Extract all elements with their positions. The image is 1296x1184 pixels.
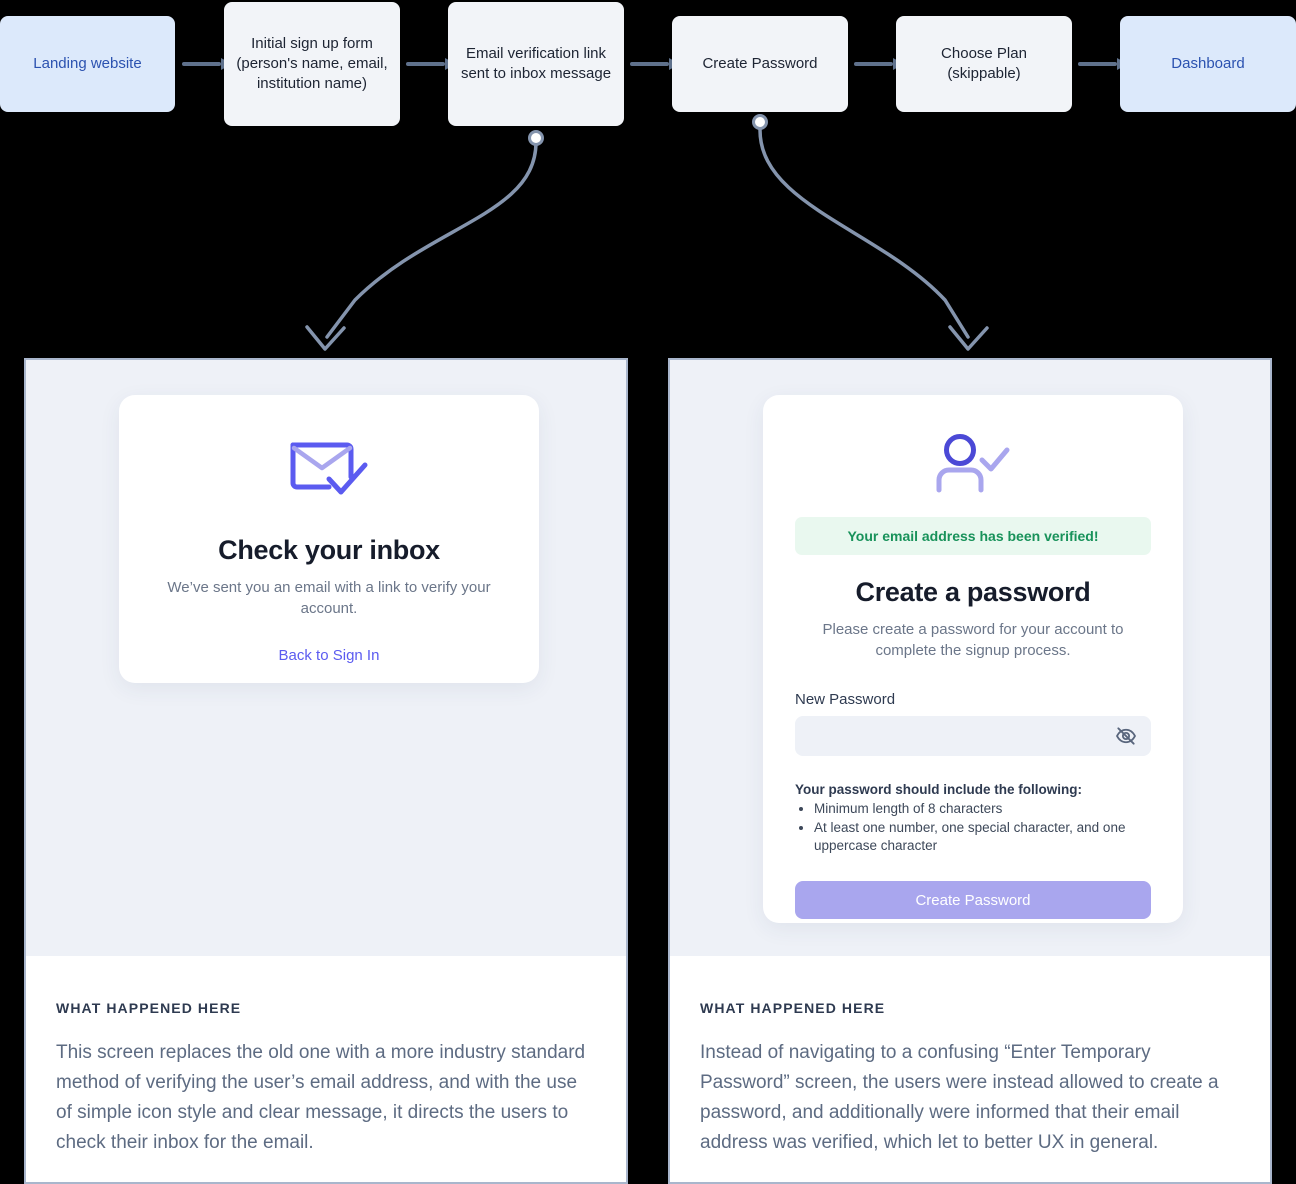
note-kicker: WHAT HAPPENED HERE	[700, 1000, 886, 1016]
mockup-check-inbox-card: Check your inbox We’ve sent you an email…	[119, 395, 539, 683]
back-to-sign-in-link[interactable]: Back to Sign In	[278, 647, 380, 665]
callout-curve-right	[758, 128, 970, 339]
note-kicker: WHAT HAPPENED HERE	[56, 1000, 242, 1016]
callout-anchor-dot-right	[752, 114, 768, 130]
new-password-input-text[interactable]	[795, 716, 1107, 757]
flow-step-initial-sign-up-form[interactable]: Initial sign up form (person's name, ema…	[224, 2, 400, 126]
mockup-subtitle: Please create a password for your accoun…	[822, 621, 1124, 659]
panel-note-section: WHAT HAPPENED HERE This screen replaces …	[26, 956, 626, 1182]
flow-step-label: Email verification link sent to inbox me…	[460, 44, 612, 82]
password-requirements: Your password should include the followi…	[795, 782, 1151, 855]
mockup-title: Create a password	[855, 577, 1091, 607]
email-verified-banner: Your email address has been verified!	[795, 517, 1151, 555]
flow-step-label: Choose Plan (skippable)	[941, 44, 1027, 82]
flow-step-label: Initial sign up form (person's name, ema…	[236, 34, 388, 93]
user-check-icon	[936, 434, 1010, 493]
flow-step-choose-plan[interactable]: Choose Plan (skippable)	[896, 16, 1072, 112]
mockup-create-password-card: Your email address has been verified! Cr…	[763, 395, 1183, 923]
requirements-list: Minimum length of 8 characters At least …	[795, 800, 1151, 855]
flow-step-create-password[interactable]: Create Password	[672, 16, 848, 112]
panel-check-inbox: Check your inbox We’ve sent you an email…	[24, 358, 628, 1184]
note-body: This screen replaces the old one with a …	[56, 1042, 586, 1154]
envelope-check-icon-wrap	[155, 435, 503, 503]
callout-anchor-dot-left	[528, 130, 544, 146]
requirements-title: Your password should include the followi…	[795, 782, 1083, 798]
envelope-check-icon	[290, 442, 368, 495]
new-password-field-group: New Password	[795, 691, 1151, 757]
requirement-item: Minimum length of 8 characters	[814, 800, 1151, 818]
flow-step-landing-website[interactable]: Landing website	[0, 16, 175, 112]
panel-note-section: WHAT HAPPENED HERE Instead of navigating…	[670, 956, 1270, 1182]
new-password-label: New Password	[795, 691, 896, 709]
callout-arrowhead-right	[948, 325, 989, 351]
callout-curve-left	[325, 140, 538, 339]
callout-arrowhead-left	[305, 325, 346, 351]
flow-step-label: Create Password	[702, 54, 818, 72]
create-password-button[interactable]: Create Password	[795, 881, 1151, 920]
eye-off-icon[interactable]	[1115, 725, 1137, 747]
flow-step-label: Dashboard	[1171, 54, 1245, 72]
note-body: Instead of navigating to a confusing “En…	[700, 1042, 1219, 1154]
signup-flow-diagram: Landing website Initial sign up form (pe…	[0, 0, 1296, 360]
requirement-item: At least one number, one special charact…	[814, 819, 1151, 855]
new-password-input[interactable]	[795, 716, 1151, 757]
user-check-icon-wrap	[795, 433, 1151, 495]
mockup-title: Check your inbox	[218, 535, 440, 565]
callout-connectors	[305, 128, 989, 351]
panel-create-password: Your email address has been verified! Cr…	[668, 358, 1272, 1184]
flow-step-label: Landing website	[33, 54, 142, 72]
mockup-subtitle: We’ve sent you an email with a link to v…	[167, 579, 491, 617]
flow-step-email-verification[interactable]: Email verification link sent to inbox me…	[448, 2, 624, 126]
flow-step-dashboard[interactable]: Dashboard	[1120, 16, 1296, 112]
